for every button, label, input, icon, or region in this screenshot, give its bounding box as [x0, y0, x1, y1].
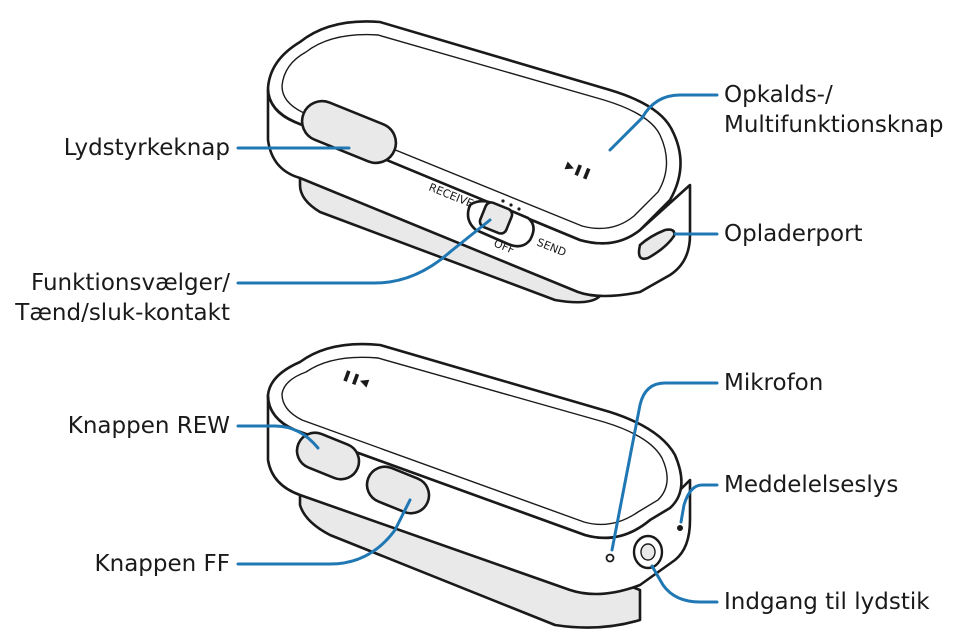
leader-microphone [610, 381, 719, 552]
label-rew-key-text: Knappen REW [67, 413, 230, 439]
device-bottom: ▶❚❚ [266, 342, 692, 629]
body-top-face [266, 20, 682, 245]
device-top: RECEIVE OFF SEND ▶❚❚ [266, 20, 692, 304]
label-call-key-line1: Opkalds-/ [724, 82, 833, 108]
label-audio-jack-text: Indgang til lydstik [724, 589, 930, 615]
label-function-switch-line1: Funktionsvælger/ [30, 270, 230, 296]
leader-ff-key [236, 498, 412, 566]
label-call-key-line2: Multifunktionsknap [724, 112, 944, 138]
bottom-face-inner-edge [281, 356, 668, 526]
leader-function-switch [236, 218, 492, 285]
leader-rew-key [236, 424, 320, 450]
label-charger-port: Opladerport [724, 219, 863, 249]
label-rew-key: Knappen REW [68, 411, 230, 441]
label-volume-key-text: Lydstyrkeknap [63, 135, 230, 161]
label-audio-jack: Indgang til lydstik [724, 587, 930, 617]
audio-jack-inner [640, 543, 656, 561]
leader-call-key [608, 93, 719, 152]
top-face-inner-edge [281, 33, 668, 230]
rew-key-icon [295, 431, 361, 481]
microphone-icon [605, 553, 615, 563]
switch-dot [517, 207, 521, 211]
label-microphone-text: Mikrofon [724, 370, 824, 396]
label-function-switch: Funktionsvælger/ Tænd/sluk-kontakt [15, 268, 230, 328]
switch-dot [501, 199, 505, 203]
label-volume-key: Lydstyrkeknap [64, 133, 230, 163]
switch-dot [509, 203, 513, 207]
label-notification-light: Meddelelseslys [724, 470, 898, 500]
volume-key-icon [300, 99, 398, 165]
label-ff-key-text: Knappen FF [94, 551, 230, 577]
label-function-switch-line2: Tænd/sluk-kontakt [15, 300, 230, 326]
function-switch-icon [478, 201, 514, 235]
label-call-key: Opkalds-/ Multifunktionsknap [724, 80, 943, 140]
notification-light-icon [677, 525, 683, 531]
ff-key-icon [365, 465, 431, 515]
leader-audio-jack [650, 564, 719, 604]
label-charger-port-text: Opladerport [724, 221, 863, 247]
leader-lines [236, 93, 719, 604]
label-microphone: Mikrofon [724, 368, 823, 398]
leader-notification-light [679, 483, 719, 524]
body-bottom-face [266, 342, 683, 540]
charger-port-icon [637, 228, 676, 260]
label-notification-light-text: Meddelelseslys [724, 472, 899, 498]
label-ff-key: Knappen FF [95, 549, 230, 579]
